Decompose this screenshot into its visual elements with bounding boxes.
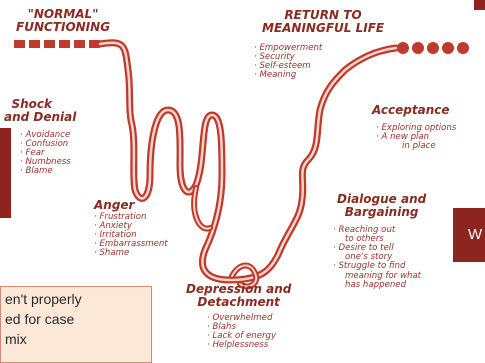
- note-line-3: mix: [5, 329, 147, 349]
- overlay-note-box: en't properly ed for case mix: [0, 286, 152, 363]
- list-item: Helplessness: [207, 341, 276, 350]
- anger-title: Anger: [94, 199, 134, 212]
- depression-items-list: Overwhelmed Blahs Lack of energy Helples…: [207, 314, 276, 350]
- list-item-continuation: in place: [376, 142, 456, 151]
- note-line-1: en't properly: [5, 289, 147, 309]
- note-line-2: ed for case: [5, 309, 147, 329]
- list-item: Shame: [94, 249, 168, 258]
- anger-items-list: Frustration Anxiety Irritation Embarrass…: [94, 213, 168, 259]
- list-item: Meaning: [254, 71, 322, 80]
- normal-functioning-title: "NORMAL" FUNCTIONING: [16, 8, 110, 33]
- overlay-letter: W: [468, 226, 482, 243]
- depression-title-line1: Depression and: [186, 283, 291, 296]
- return-items-list: Empowerment Security Self-esteem Meaning: [254, 44, 322, 80]
- acceptance-title: Acceptance: [372, 104, 450, 117]
- shock-denial-title-line2: and Denial: [4, 111, 76, 124]
- top-right-overlay-block: [474, 0, 485, 10]
- left-overlay-block: [0, 128, 11, 218]
- return-title: RETURN TO MEANINGFUL LIFE: [262, 9, 384, 34]
- normal-title-line2: FUNCTIONING: [16, 21, 110, 34]
- depression-detachment-title: Depression and Detachment: [186, 283, 291, 308]
- dialogue-items-list: Reaching out to others Desire to tell on…: [333, 226, 421, 290]
- return-title-line1: RETURN TO: [262, 9, 384, 22]
- dialogue-title-line1: Dialogue and: [337, 193, 426, 206]
- shock-items-list: Avoidance Confusion Fear Numbness Blame: [20, 131, 71, 177]
- shock-title-line2-text: and Denial: [4, 111, 76, 124]
- right-dash-dots: [397, 42, 469, 54]
- list-item-continuation: has happened: [333, 281, 421, 290]
- shock-denial-title: Shock: [4, 98, 52, 111]
- shock-title-line1: Shock: [4, 98, 52, 111]
- left-dash-squares: [14, 40, 100, 48]
- return-title-line2: MEANINGFUL LIFE: [262, 22, 384, 35]
- normal-title-line1: "NORMAL": [16, 8, 110, 21]
- dialogue-title-line2: Bargaining: [337, 206, 426, 219]
- acceptance-items-list: Exploring options A new plan in place: [376, 124, 456, 151]
- dialogue-bargaining-title: Dialogue and Bargaining: [337, 193, 426, 218]
- depression-title-line2: Detachment: [186, 296, 291, 309]
- list-item: Blame: [20, 167, 71, 176]
